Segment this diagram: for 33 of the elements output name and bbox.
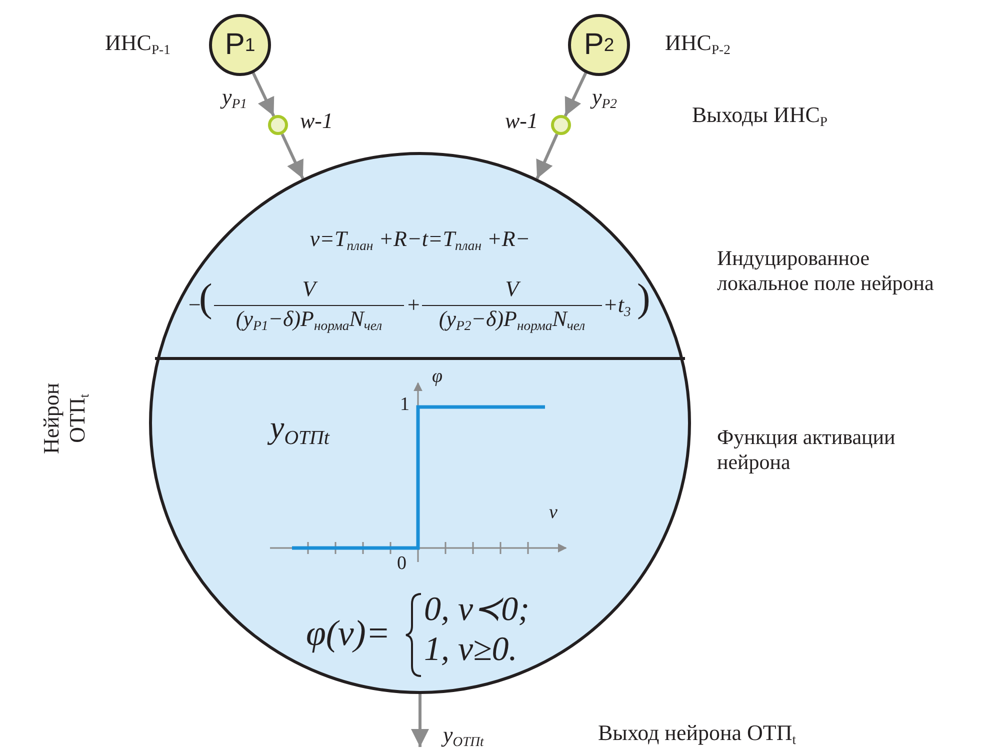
formula: 0, v≺0; <box>424 590 530 630</box>
node-caption: w-1 <box>505 108 538 134</box>
arrow <box>564 72 588 117</box>
edge-label: y$_{P1}$ <box>222 84 247 110</box>
edge-label: y$_{P2}$ <box>592 84 617 110</box>
formula: + <box>406 292 421 318</box>
tick-label: 1 <box>400 394 410 417</box>
formula-denominator: (y$_{P1}$−δ)P$_{норма}$N$_{чел}$ <box>214 305 404 332</box>
formula-denominator: (y$_{P2}$−δ)P$_{норма}$N$_{чел}$ <box>422 305 602 332</box>
arrow <box>536 134 558 180</box>
weight-circle <box>268 115 288 135</box>
tick-label: 0 <box>397 553 406 576</box>
weight-circle <box>551 115 571 135</box>
formula: v=T$_{план}$ +R−t=T$_{план}$ +R− <box>308 226 532 252</box>
formula-numerator: V <box>504 276 522 302</box>
arrow <box>280 133 304 180</box>
formula: ) <box>637 274 650 322</box>
node-caption: ИНС$_{P-1}$ <box>105 30 170 56</box>
note: Выходы ИНС$_{P}$ <box>692 102 828 128</box>
arrow <box>252 72 276 117</box>
note: Выход нейрона ОТП$_{t}$ <box>598 720 796 746</box>
formula: +t$_{3}$ <box>603 292 631 318</box>
formula: ( <box>199 274 212 322</box>
axis-label: v <box>549 502 558 525</box>
section-caption: Функция активации нейрона <box>717 425 896 476</box>
formula: − <box>187 292 202 317</box>
axis-label: φ <box>432 366 443 389</box>
node-caption: w-1 <box>300 108 333 134</box>
node-caption: ИНС$_{P-2}$ <box>665 30 730 56</box>
formula: φ(v)= <box>306 612 390 655</box>
section-caption: Индуцированное локальное поле нейрона <box>717 246 935 296</box>
formula: 1, v≥0. <box>424 630 518 670</box>
formula-numerator: V <box>301 276 319 302</box>
